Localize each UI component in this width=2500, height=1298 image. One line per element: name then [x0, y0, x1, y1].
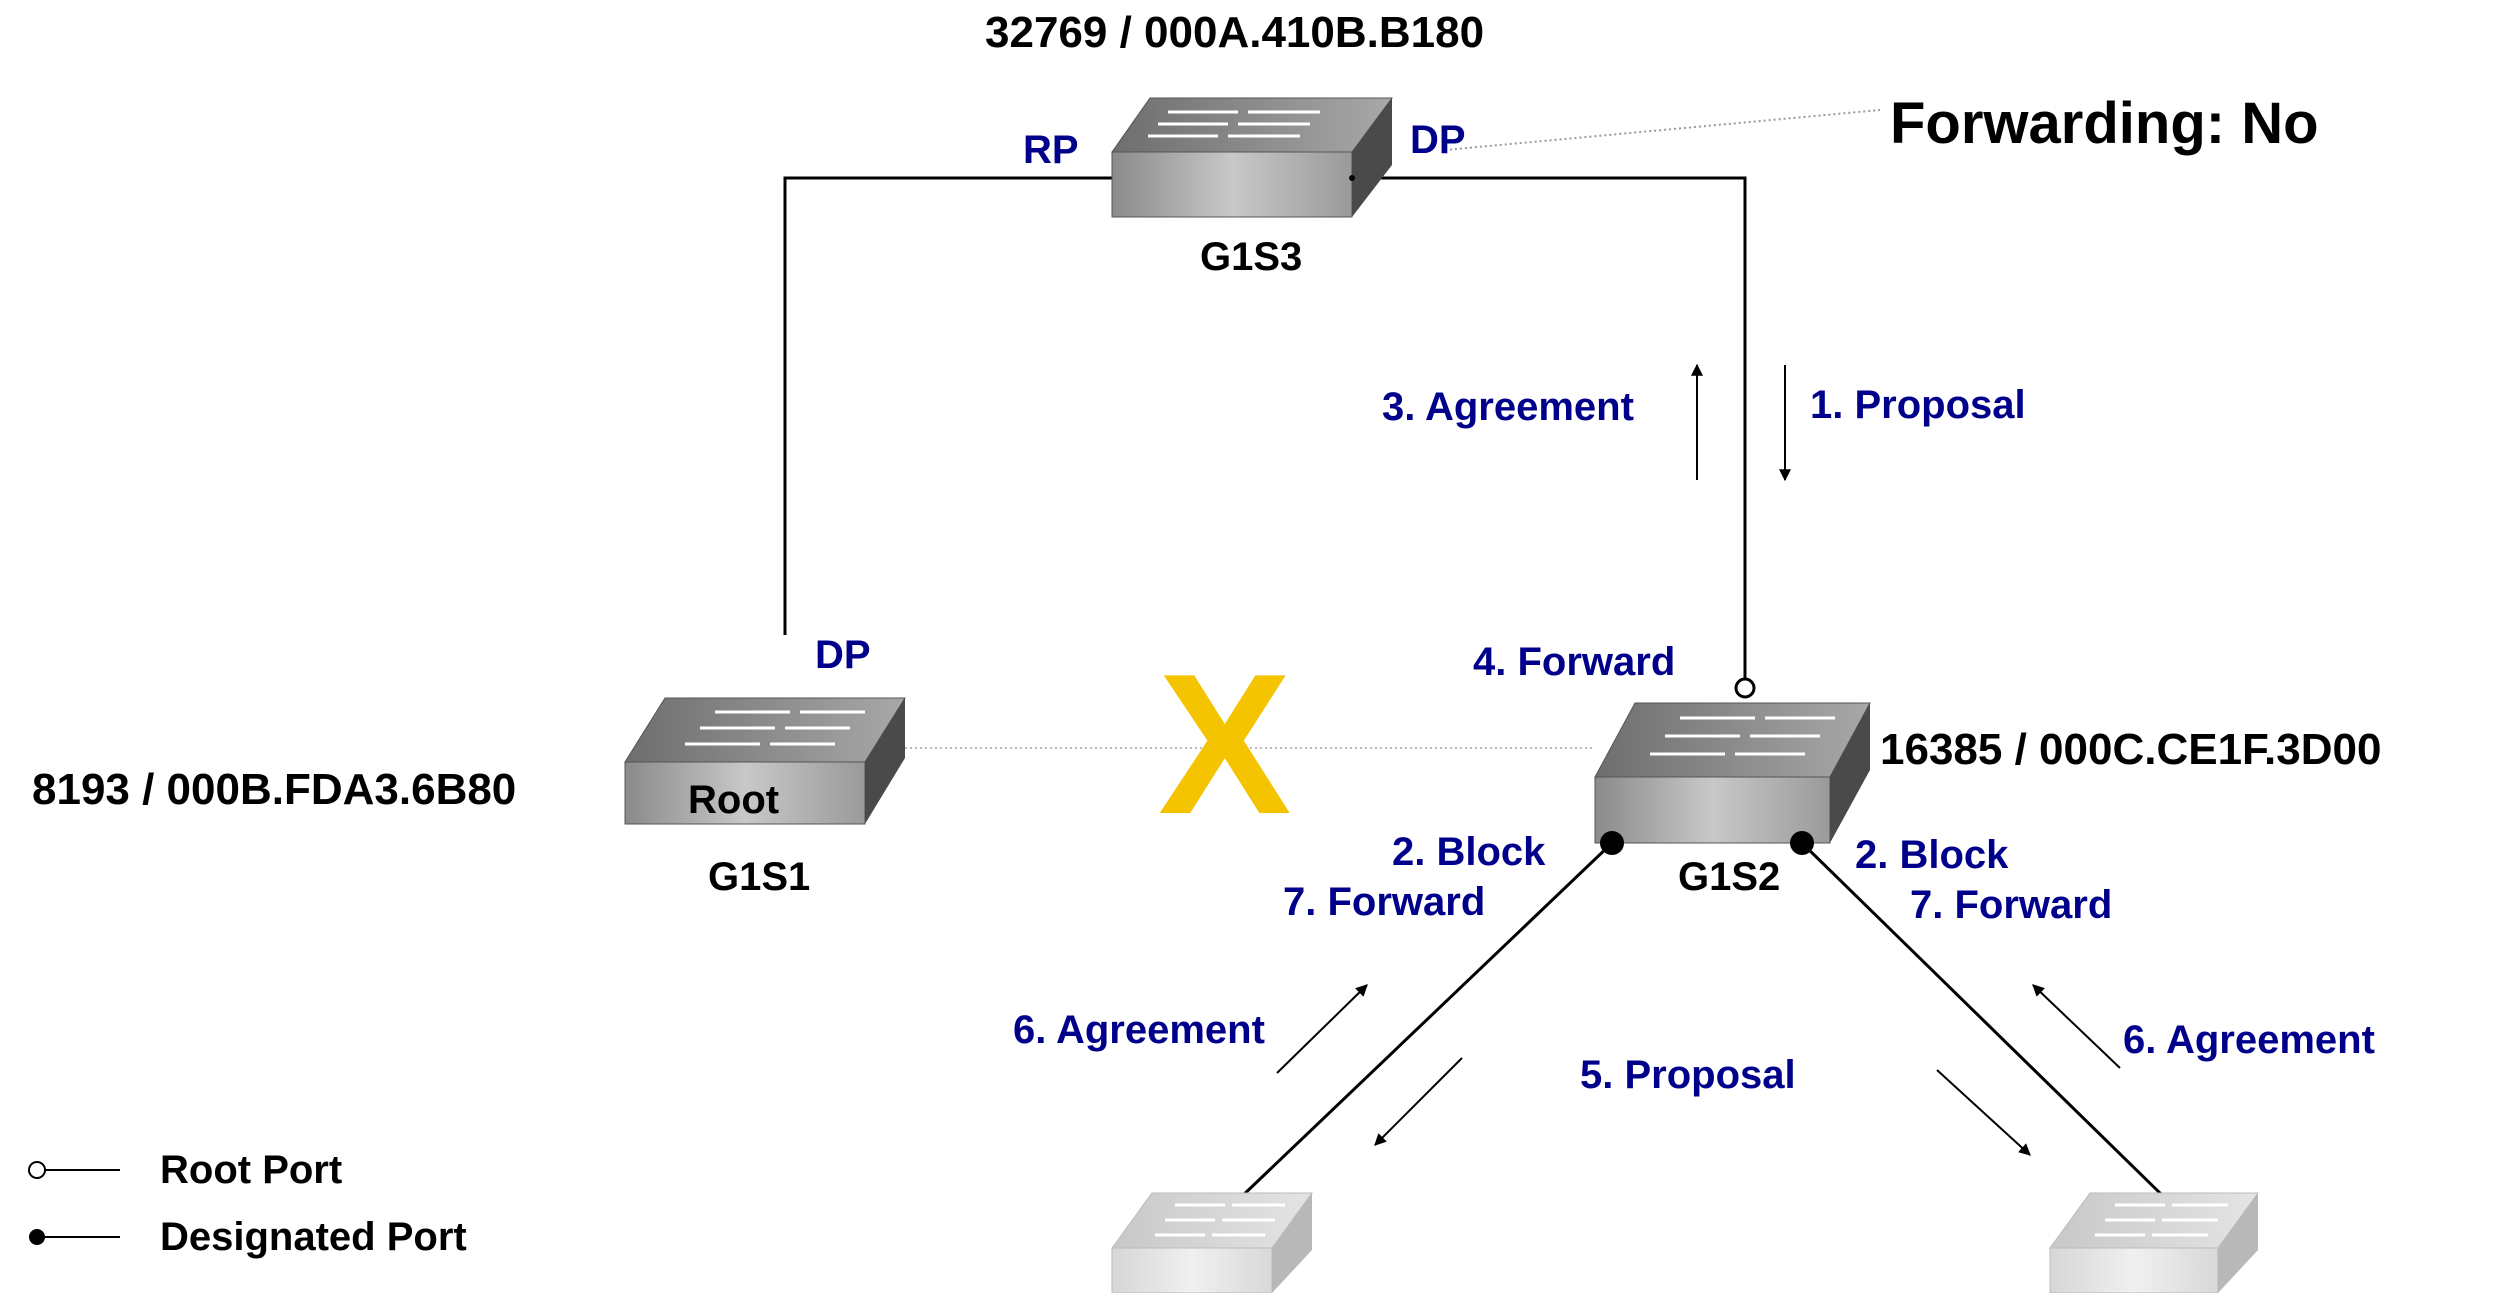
step-forward-left: 7. Forward [1283, 880, 1486, 924]
link-g1s3-g1s2 [1352, 176, 1747, 688]
legend-designated-port-label: Designated Port [160, 1215, 467, 1259]
designated-port-g1s2-left [1600, 831, 1624, 855]
step-proposal-1: 1. Proposal [1810, 383, 2026, 427]
arrow-agreement-right [2032, 984, 2121, 1069]
g1s2-name: G1S2 [1678, 855, 1781, 899]
switch-downstream-left [1111, 1192, 1313, 1294]
g1s3-bridge-id: 32769 / 000A.410B.B180 [985, 8, 1485, 57]
switch-g1s2 [1594, 677, 1871, 855]
designated-port-g1s2-right [1790, 831, 1814, 855]
root-port-legend-icon [28, 1161, 46, 1179]
g1s1-bridge-id: 8193 / 000B.FDA3.6B80 [32, 765, 517, 814]
g1s3-root-port-label: RP [1023, 128, 1079, 172]
link-g1s2-right-switch [1800, 841, 2164, 1197]
step-arrows [1276, 363, 2121, 1156]
g1s3-designated-port-label: DP [1410, 118, 1466, 162]
g1s3-name: G1S3 [1200, 235, 1303, 279]
step-agreement-right: 6. Agreement [2123, 1018, 2375, 1062]
g1s2-bridge-id: 16385 / 000C.CE1F.3D00 [1880, 725, 2382, 774]
status-leader-line [1444, 109, 1881, 151]
link-g1s1-g1s3 [783, 176, 1112, 635]
step-proposal-5: 5. Proposal [1580, 1053, 1796, 1097]
g1s1-root-label: Root [688, 778, 780, 822]
links [783, 109, 2164, 1202]
step-block-left: 2. Block [1392, 830, 1546, 874]
arrow-agreement-left [1276, 984, 1368, 1074]
legend-root-port-label: Root Port [160, 1148, 343, 1192]
legend-symbols [28, 1161, 120, 1245]
step-block-right: 2. Block [1855, 833, 2009, 877]
g1s3-status: Forwarding: No [1890, 91, 2319, 156]
step-agreement-3: 3. Agreement [1382, 385, 1634, 429]
arrow-proposal-left [1374, 1057, 1463, 1146]
switch-g1s1 [624, 697, 906, 825]
step-forward-right: 7. Forward [1910, 883, 2113, 927]
step-agreement-left: 6. Agreement [1013, 1008, 1265, 1052]
g1s1-name: G1S1 [708, 855, 811, 899]
arrow-proposal-right [1936, 1069, 2031, 1156]
step-forward-4: 4. Forward [1473, 640, 1676, 684]
g1s1-designated-port-label: DP [815, 633, 871, 677]
switch-downstream-right [2049, 1192, 2259, 1294]
switch-g1s3 [1111, 97, 1393, 218]
port-g1s3-right [1349, 175, 1355, 181]
designated-port-legend-icon [29, 1229, 45, 1245]
root-port-g1s2 [1734, 677, 1756, 699]
blocked-link-x-icon: X [1158, 633, 1292, 856]
link-g1s2-left-switch [1236, 841, 1614, 1202]
